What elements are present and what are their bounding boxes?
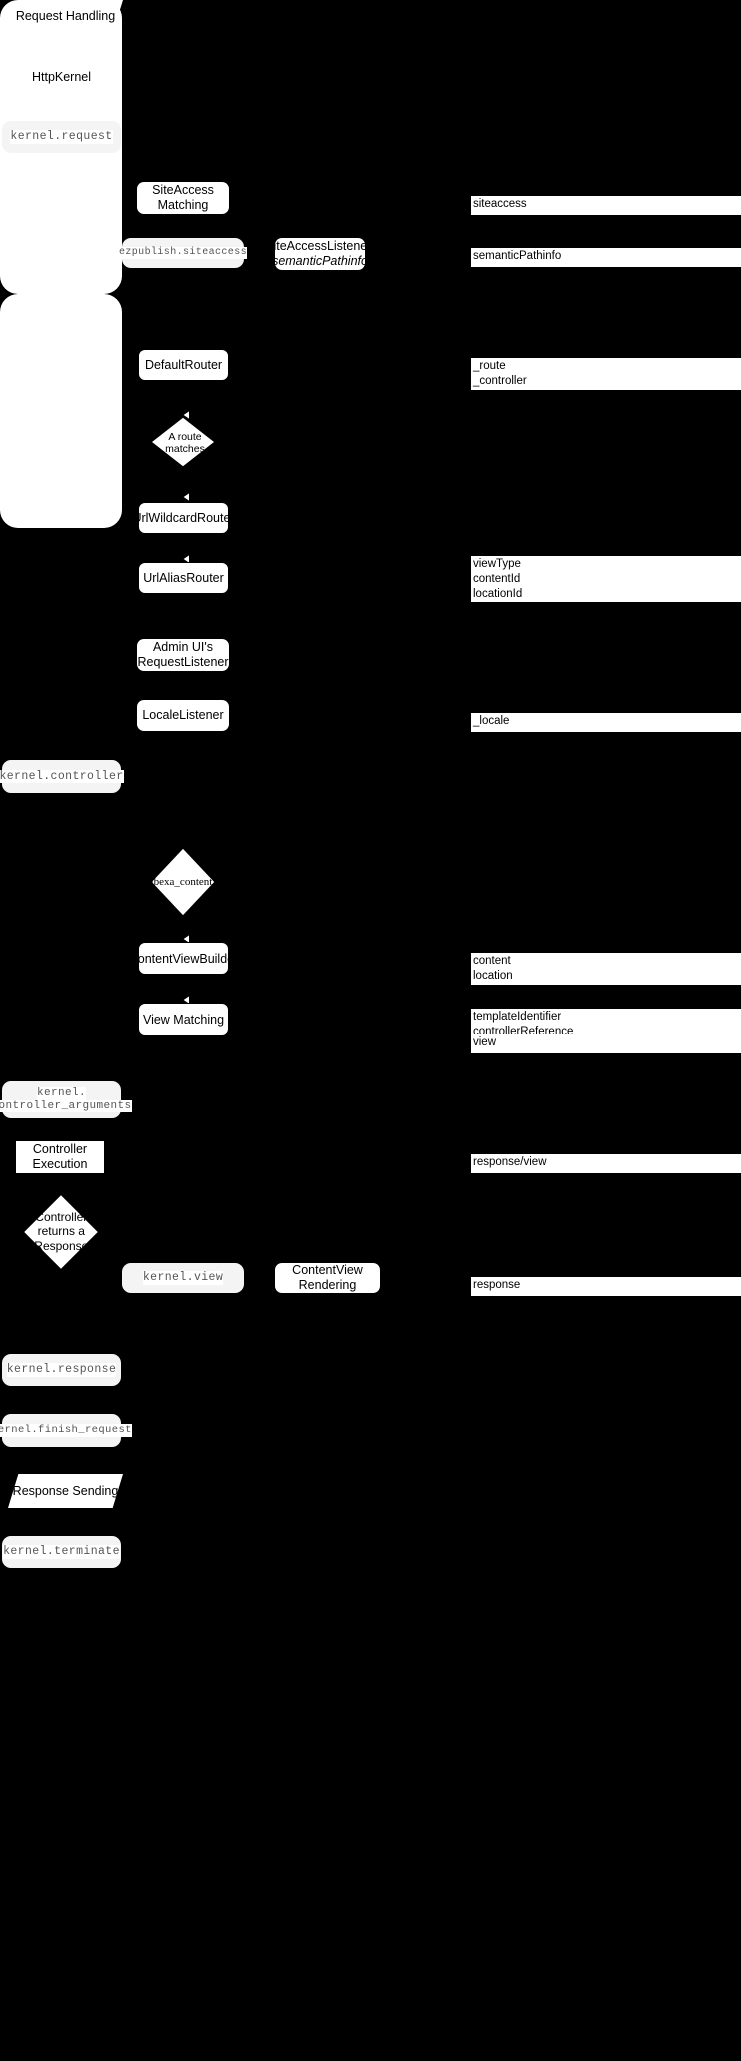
node-siteaccess-listener[interactable]: SiteAccessListener: semanticPathinfo [265,238,375,270]
node-siteaccess-matching-label: SiteAccess Matching [152,183,214,212]
event-kernel-finish-request[interactable]: kernel.finish_request [0,1414,132,1447]
decision-route-yes-label: Yes [139,425,157,437]
decision-route-matches-label1: A route [168,430,202,443]
node-urlaliasrouter-label: UrlAliasRouter [143,571,224,585]
right-label-view-params: viewType contentId locationId [471,556,741,602]
node-urlwildcardrouter[interactable]: UrlWildcardRouter [132,502,235,534]
node-httpkernel[interactable]: HttpKernel [15,60,108,94]
event-kernel-response[interactable]: kernel.response [2,1354,121,1386]
event-kernel-controller-arguments-label2: controller_arguments [0,1099,132,1113]
decision-controller-returns-response-text: Controller returns a Response [33,1210,89,1254]
node-siteaccess-matching[interactable]: SiteAccess Matching [137,182,229,214]
right-label-locale: _locale [471,713,741,732]
right-label-response-view: response/view [471,1154,741,1173]
decision-controller-returns-response: Controller returns a Response [24,1195,98,1269]
event-kernel-controller-label: kernel.controller [0,769,124,784]
event-kernel-controller[interactable]: kernel.controller [0,760,124,793]
node-localelistener[interactable]: LocaleListener [137,700,229,731]
event-kernel-finish-request-label: kernel.finish_request [0,1424,132,1437]
right-label-semanticpathinfo: semanticPathinfo [471,248,741,267]
node-contentview-rendering-label: ContentView Rendering [292,1263,363,1292]
node-siteaccess-listener-label: SiteAccessListener: [265,239,375,254]
node-urlaliasrouter[interactable]: UrlAliasRouter [138,562,229,594]
node-urlwildcardrouter-label: UrlWildcardRouter [132,511,235,525]
node-view-matching[interactable]: View Matching [138,1003,229,1036]
decision-route-matches: A route matches [155,428,215,458]
node-defaultrouter-label: DefaultRouter [144,358,223,372]
event-kernel-controller-arguments[interactable]: kernel. controller_arguments [0,1081,132,1118]
event-kernel-controller-arguments-label1: kernel. [36,1086,86,1100]
node-contentviewbuilder[interactable]: ContentViewBuilder [129,942,238,975]
event-kernel-view-label: kernel.view [142,1271,224,1285]
decision-route-matches-label2: matches [165,443,205,455]
group-viewcontrollerlistener: ViewControllerListener [0,7,428,528]
phase-response-sending-label: Response Sending [12,1483,119,1498]
node-admin-ui-label1: Admin UI's [152,640,214,655]
phase-request-handling-label: Request Handling [15,9,116,24]
decision-ibexa-no-label: No [138,865,152,877]
right-label-content-location: content location [471,953,741,985]
node-defaultrouter[interactable]: DefaultRouter [138,349,229,381]
event-kernel-terminate[interactable]: kernel.terminate [2,1536,121,1568]
node-localelistener-label: LocaleListener [142,708,224,723]
node-httpkernel-label: HttpKernel [31,69,92,84]
event-ezpublish-siteaccess[interactable]: ezpublish.siteaccess [118,238,248,268]
right-label-siteaccess: siteaccess [471,196,741,215]
event-kernel-request-label: kernel.request [10,130,113,144]
node-admin-ui-requestlistener[interactable]: Admin UI's RequestListener [137,639,229,671]
decision-ibexa-content: ibexa_content: [150,875,216,888]
node-siteaccess-listener-sublabel: semanticPathinfo [272,254,368,268]
event-ezpublish-siteaccess-label: ezpublish.siteaccess [118,247,248,259]
node-controller-execution[interactable]: Controller Execution [16,1141,104,1173]
phase-request-handling: Request Handling [8,0,123,33]
right-label-route-controller: _route _controller [471,358,741,390]
right-label-view: view [471,1034,741,1053]
phase-response-sending: Response Sending [8,1474,123,1508]
event-kernel-terminate-label: kernel.terminate [3,1545,120,1559]
right-label-response: response [471,1277,741,1296]
event-kernel-view[interactable]: kernel.view [122,1263,244,1293]
node-view-matching-label: View Matching [142,1012,225,1027]
group-routing-title: Routing semanticPathinfo (ChainRouter) [299,7,442,36]
node-admin-ui-label2: RequestListener [137,655,229,669]
node-contentviewbuilder-label: ContentViewBuilder [128,951,239,966]
event-kernel-response-label: kernel.response [6,1363,117,1377]
node-contentview-rendering[interactable]: ContentView Rendering [275,1263,380,1293]
event-kernel-request[interactable]: kernel.request [2,121,121,153]
decision-route-no-label: No [174,466,188,478]
decision-ibexa-yes-label: Yes [165,911,183,923]
node-controller-execution-label: Controller Execution [32,1142,88,1171]
group-viewcontrollerlistener-title: ViewControllerListener [312,7,429,19]
